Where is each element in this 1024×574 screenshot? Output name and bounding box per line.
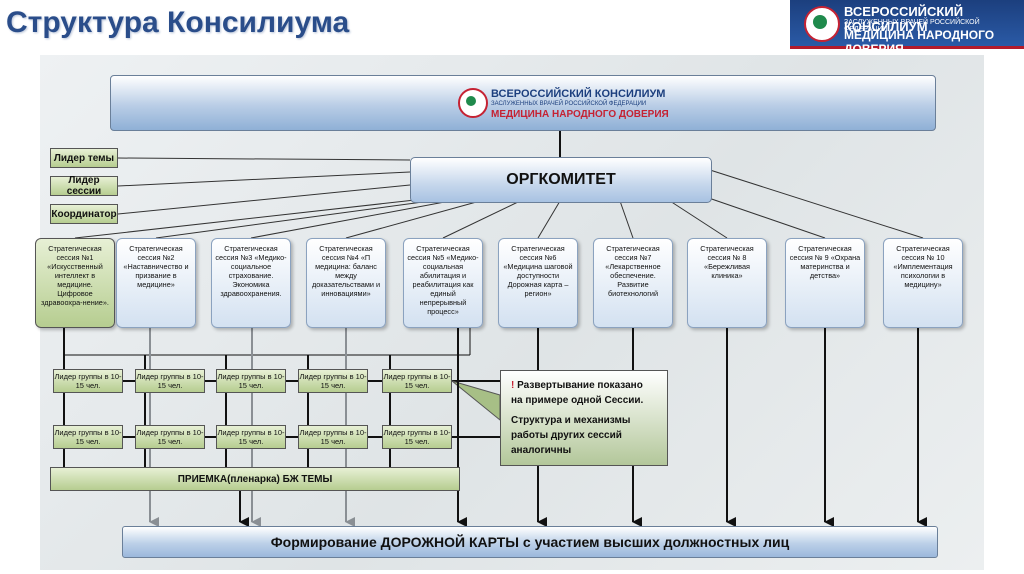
callout-text-2: Структура и механизмы работы других сесс… <box>511 415 631 456</box>
group-leader-box: Лидер группы в 10-15 чел. <box>53 369 123 393</box>
brand-line-2: ЗАСЛУЖЕННЫХ ВРАЧЕЙ РОССИЙСКОЙ ФЕДЕРАЦИИ <box>844 19 980 33</box>
brand-logo: ВСЕРОССИЙСКИЙ КОНСИЛИУМ ЗАСЛУЖЕННЫХ ВРАЧ… <box>790 0 1024 56</box>
orgcommittee-box: ОРГКОМИТЕТ <box>410 157 712 203</box>
group-leader-box: Лидер группы в 10-15 чел. <box>53 425 123 449</box>
header-line-3: МЕДИЦИНА НАРОДНОГО ДОВЕРИЯ <box>491 109 669 120</box>
consilium-header: ВСЕРОССИЙСКИЙ КОНСИЛИУМ ЗАСЛУЖЕННЫХ ВРАЧ… <box>110 75 936 131</box>
group-leader-box: Лидер группы в 10-15 чел. <box>298 369 368 393</box>
header-line-1: ВСЕРОССИЙСКИЙ КОНСИЛИУМ <box>491 88 666 100</box>
plenary-acceptance-box: ПРИЕМКА(пленарка) БЖ ТЕМЫ <box>50 467 460 491</box>
exclamation-mark: ! <box>511 380 515 391</box>
brand-line-1: ВСЕРОССИЙСКИЙ КОНСИЛИУМ <box>844 4 964 34</box>
role-topic-leader: Лидер темы <box>50 148 118 168</box>
session-box: Стратегическая сессия № 8 «Бережливая кл… <box>687 238 767 328</box>
session-box: Стратегическая сессия № 10 «Имплементаци… <box>883 238 963 328</box>
session-box: Стратегическая сессия №7 «Лекарственное … <box>593 238 673 328</box>
session-box: Стратегическая сессия №5 «Медико-социаль… <box>403 238 483 328</box>
group-leader-box: Лидер группы в 10-15 чел. <box>135 425 205 449</box>
group-leader-box: Лидер группы в 10-15 чел. <box>216 369 286 393</box>
role-coordinator: Координатор <box>50 204 118 224</box>
session-box: Стратегическая сессия №1 «Искусственный … <box>35 238 115 328</box>
group-leader-box: Лидер группы в 10-15 чел. <box>298 425 368 449</box>
roadmap-box: Формирование ДОРОЖНОЙ КАРТЫ с участием в… <box>122 526 938 558</box>
session-box: Стратегическая сессия №3 «Медико-социаль… <box>211 238 291 328</box>
session-box: Стратегическая сессия № 9 «Охрана матери… <box>785 238 865 328</box>
session-box: Стратегическая сессия №6 «Медицина шагов… <box>498 238 578 328</box>
group-leader-box: Лидер группы в 10-15 чел. <box>382 369 452 393</box>
session-box: Стратегическая сессия №4 «П медицина: ба… <box>306 238 386 328</box>
callout-text-1-body: Развертывание показано на примере одной … <box>511 380 644 406</box>
group-leader-box: Лидер группы в 10-15 чел. <box>382 425 452 449</box>
callout-text-1: ! Развертывание показано на примере одно… <box>511 378 657 408</box>
group-leader-box: Лидер группы в 10-15 чел. <box>135 369 205 393</box>
emblem-icon <box>458 88 488 118</box>
group-leader-box: Лидер группы в 10-15 чел. <box>216 425 286 449</box>
brand-line-3: МЕДИЦИНА НАРОДНОГО ДОВЕРИЯ <box>844 28 995 56</box>
note-callout: ! Развертывание показано на примере одно… <box>500 370 668 466</box>
header-line-2: ЗАСЛУЖЕННЫХ ВРАЧЕЙ РОССИЙСКОЙ ФЕДЕРАЦИИ <box>491 101 647 107</box>
role-session-leader: Лидер сессии <box>50 175 118 197</box>
emblem-icon <box>804 6 840 42</box>
session-box: Стратегическая сессия №2 «Наставничество… <box>116 238 196 328</box>
page-title: Структура Консилиума <box>6 6 350 39</box>
